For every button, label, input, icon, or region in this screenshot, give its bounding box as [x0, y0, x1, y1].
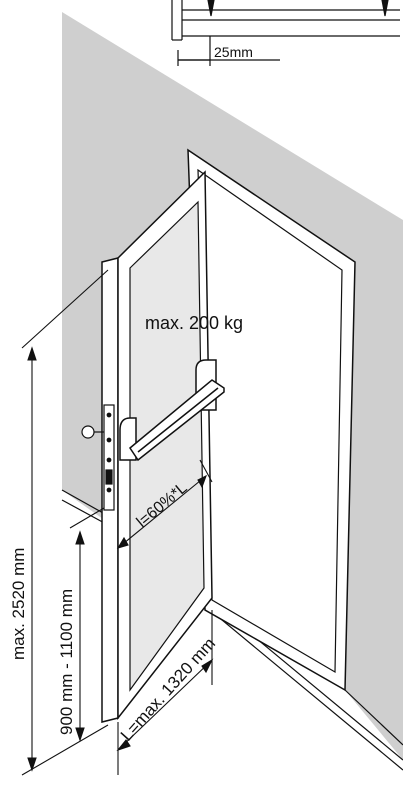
- handle-height-label: 900 mm - 1100 mm: [57, 589, 76, 735]
- panic-bar: [119, 359, 225, 462]
- door-knob-icon: [81, 425, 104, 439]
- door-glass: [129, 200, 205, 692]
- top-dimension-label: 25mm: [214, 44, 253, 60]
- width-dimension-line: [116, 610, 214, 775]
- max-weight-label: max. 200 kg: [145, 313, 243, 333]
- top-detail: [171, 0, 400, 66]
- bar-length-dimension-line: [116, 459, 213, 549]
- height-dimension-line: [21, 269, 109, 776]
- max-height-label: max. 2520 mm: [9, 548, 28, 660]
- handle-height-dimension-line: [69, 507, 105, 742]
- door-lock: [103, 404, 115, 511]
